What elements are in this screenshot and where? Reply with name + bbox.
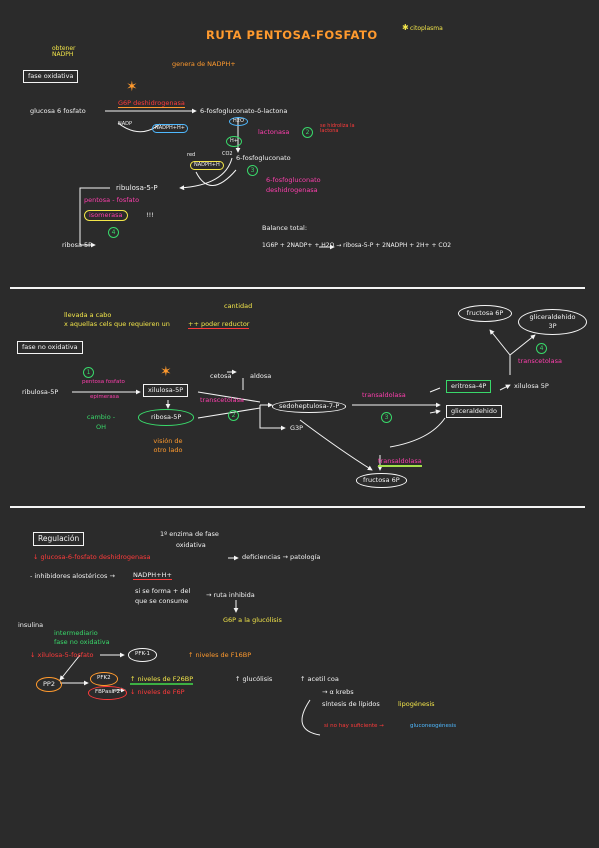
transaldolasa-b: transaldolasa [378,457,422,467]
nadp-in: NADP [118,121,133,127]
reg-g6p-glucolisis: G6P a la glucólisis [223,616,282,624]
xilulosa-5p-2: xilulosa 5P [514,382,549,390]
fase-no-ox: fase no oxidativa [54,638,110,646]
epimerasa: epimerasa [90,394,120,400]
arrow-gluconato-ribulosa [179,157,233,191]
aldosa: aldosa [250,372,272,380]
star-icon-2: ✶ [160,364,172,380]
transaldolasa: transaldolasa [362,391,406,399]
intermediario: intermediario [54,629,98,637]
step-4-badge: 4 [108,227,119,238]
sedoheptulosa-7p: sedoheptulosa-7-P [272,400,347,413]
note-cels: x aquellas cels que requieren un [64,320,170,328]
pfk2: PFK2 [90,672,118,686]
ribosa-5p: ribosa 5P [62,241,93,249]
isomerasa: isomerasa [84,210,128,221]
note-enzima-a: 1º enzima de fase [160,530,219,538]
pfk1: PFK-1 [128,648,157,662]
reg-si-se-forma: si se forma + del [135,587,191,595]
reg-inhibidores: - inhibidores alostéricos → [30,572,115,580]
step-2-badge: 2 [302,127,313,138]
lipogenesis: lipogénesis [398,700,435,708]
gliceraldehido-3p: gliceraldehido 3P [518,309,587,336]
star-icon: ✶ [126,79,138,95]
g6p-deshidrogenasa: G6P deshidrogenasa [118,99,185,108]
fase-oxidativa-label: fase oxidativa [23,70,79,83]
nadph-out: NADPH+H+ [152,124,188,133]
exclaim: !!! [146,211,154,219]
g3p: G3P [290,424,304,432]
separator-2 [10,506,585,508]
transcetolasa: transcetolasa [200,396,244,404]
xilulosa-5p: xilulosa-5P [143,384,189,397]
reg-deficiencias: deficiencias → patología [242,553,321,561]
xilulosa-5-fosfato: ↓ xilulosa-5-fosfato [30,651,94,659]
niveles-f16bp: ↑ niveles de F16BP [188,651,252,659]
h-plus: H+ [226,136,242,147]
balance-equation: 1G6P + 2NADP+ + H2O → ribosa-5-P + 2NADP… [262,242,452,249]
niveles-f6p: ↓ niveles de F6P [130,688,185,696]
step-4-badge-b: 4 [536,343,547,354]
lactona: 6-fosfogluconato-δ-lactona [200,107,288,115]
insulina: insulina [18,621,44,629]
pentosa-fosfato-label: pentosa - fosfato [84,196,140,204]
cytoplasm-star-icon: ✱ [402,23,409,32]
sintesis-lipidos: síntesis de lípidos [322,700,380,708]
reg-ruta-inhibida: → ruta inhibida [206,591,255,599]
note-enzima-b: oxidativa [176,541,206,549]
glucolisis: ↑ glucólisis [235,675,273,683]
arrow-nadph2 [195,169,237,186]
step-3-badge-b: 3 [381,412,392,423]
glucosa-6-fosfato: glucosa 6 fosfato [30,107,86,115]
genera-nadph-note: genera de NADPH+ [172,60,236,68]
ribulosa-5p-2: ribulosa-5P [22,388,59,396]
gluconeogenesis: gluconeogénesis [410,723,457,729]
pp2: PP2 [36,677,62,692]
ribulosa-5p: ribulosa-5-P [116,184,158,192]
hidroliza-note: se hidroliza la lactona [320,123,355,134]
transcetolasa-2: transcetolasa [518,357,562,365]
page-title: RUTA PENTOSA-FOSFATO [206,28,378,42]
fbpasa2: FBPasa-2 [88,686,128,700]
balance-title: Balance total: [262,224,308,232]
reg-que-se-consume: que se consume [135,597,189,605]
note-obtener-nadph: obtener NADPH [52,45,76,58]
arrow-ribulosa-ribosa [79,187,110,245]
step-1-badge: 1 [83,367,94,378]
eritrosa-4p: eritrosa-4P [446,380,492,393]
fase-no-oxidativa-label: fase no oxidativa [17,341,83,354]
co2-label: CO2 [222,151,233,157]
lactonasa: lactonasa [258,128,290,136]
regulacion-label: Regulación [33,532,85,546]
krebs: → α krebs [322,688,354,696]
fosfogluconato-deshidrogenasa: 6-fosfogluconato deshidrogenasa [266,176,321,194]
h2o: H2O [229,117,248,126]
fructosa-6p-top: fructosa 6P [458,305,512,323]
note-llevada: llevada a cabo [64,311,112,319]
epimerasa-label: pentosa fosfato [82,379,125,385]
red-label: red [187,152,196,158]
vision-otro-lado: visión de otro lado [153,437,183,455]
cetosa: cetosa [210,372,232,380]
gliceraldehido: gliceraldehido [446,405,502,418]
step-3-badge: 3 [247,165,258,176]
nadph2: NADPH+H [190,161,224,170]
no-suficiente: si no hay suficiente → [324,723,384,729]
title-note: citoplasma [410,25,443,32]
acetil-coa: ↑ acetil coa [300,675,339,683]
reg-nadph: NADPH+H+ [133,571,172,580]
ribosa-5p-2: ribosa-5P [138,409,195,426]
reg-line1: ↓ glucosa-6-fosfato deshidrogenasa [33,553,151,561]
fructosa-6p-bottom: fructosa 6P [356,473,407,488]
fosfogluconato: 6-fosfogluconato [236,154,291,162]
cambio-oh: cambio -OH [86,413,116,432]
cantidad-note: cantidad [224,302,253,310]
note-poder-reductor: ++ poder reductor [188,320,250,329]
step-2-badge-b: 2 [228,410,239,421]
separator-1 [10,287,585,289]
niveles-f26bp: ↑ niveles de F26BP [130,675,194,685]
